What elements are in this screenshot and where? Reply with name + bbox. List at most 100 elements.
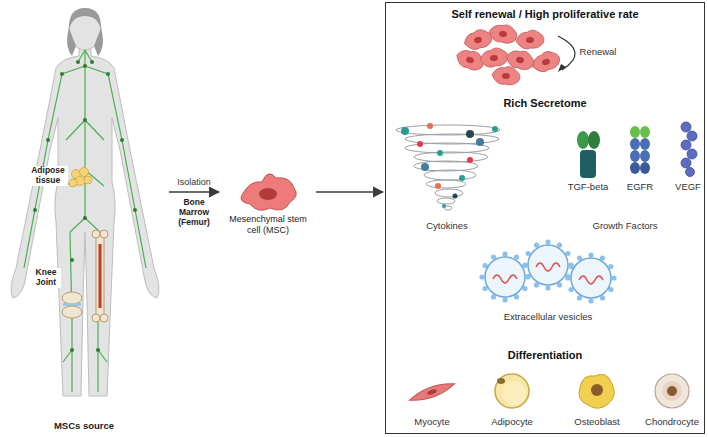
msc-cell <box>241 174 296 210</box>
cell-cluster <box>479 46 510 69</box>
vegf-receptor <box>687 149 697 159</box>
lymph-node <box>33 60 137 352</box>
source-label: Adipose tissue <box>28 166 68 186</box>
cytokine-swirl <box>426 180 466 188</box>
vegf-receptor <box>681 140 691 150</box>
receptor-label: EGFR <box>627 181 653 192</box>
egfr-receptor <box>640 138 650 150</box>
lymphatic-system <box>84 50 85 218</box>
lymphatic-system <box>24 66 85 268</box>
lymph-node <box>133 208 137 212</box>
tgf-beta-receptor <box>580 150 596 178</box>
egfr-receptor <box>630 162 640 174</box>
cell-cluster <box>488 22 519 45</box>
connector-layer <box>169 192 383 193</box>
extracellular-vesicles <box>522 239 573 290</box>
human-body <box>69 8 101 30</box>
cytokine-dots <box>466 130 474 138</box>
vegf-receptor <box>686 168 695 177</box>
extracellular-vesicles <box>565 252 616 303</box>
human-body <box>11 46 159 396</box>
adipocyte-cell <box>502 381 526 405</box>
adipose-icon <box>84 176 92 184</box>
lymph-node <box>96 348 100 352</box>
lymph-node <box>70 348 74 352</box>
cell-cluster <box>454 22 562 86</box>
human-body <box>11 8 159 396</box>
lymphatic-system <box>78 50 92 62</box>
human-body <box>67 28 76 56</box>
cell-cluster <box>491 65 520 86</box>
lymph-node <box>106 72 110 76</box>
adipocyte-cell <box>495 374 529 408</box>
lymph-node <box>90 60 94 64</box>
extracellular-vesicles <box>479 239 616 303</box>
cytokine-dots <box>467 157 473 163</box>
renewal-arrow <box>558 36 575 72</box>
process-label: Renewal <box>580 46 617 57</box>
lymph-node <box>76 60 80 64</box>
egfr-receptor <box>640 126 650 138</box>
osteoblast-cell <box>579 374 614 408</box>
source-figure: MSCs source <box>0 0 168 437</box>
femur-icon <box>92 230 100 238</box>
egfr-receptor <box>640 150 650 162</box>
node-label: MSCs source <box>0 420 168 431</box>
cytokine-swirl <box>414 152 488 162</box>
cytokine-dots <box>421 163 429 171</box>
cell-type-label: Osteoblast <box>574 416 619 427</box>
adipose-icon <box>69 179 77 187</box>
myocyte-cell <box>408 379 457 405</box>
renewal-arrow <box>558 64 566 72</box>
lymph-node <box>83 118 87 122</box>
cytokine-dots <box>427 123 433 129</box>
cell-type-label: Chondrocyte <box>645 416 699 427</box>
properties-panel: Self renewal / High proliferative rateRi… <box>385 2 705 434</box>
lymph-node <box>70 258 74 262</box>
femur-icon <box>99 244 102 308</box>
cytokine-dots <box>459 175 465 181</box>
egfr-receptor <box>640 162 650 174</box>
knee-icon <box>62 292 82 304</box>
lymphatic-system <box>66 120 104 186</box>
tgf-beta-receptor <box>577 131 589 149</box>
egfr-receptor <box>630 150 640 162</box>
chondrocyte-cell <box>655 374 689 408</box>
osteoblast-cell <box>579 374 614 408</box>
lymphatic-system <box>85 66 146 268</box>
lymph-node <box>33 208 37 212</box>
cell-cluster <box>515 29 544 50</box>
cytokine-swirl <box>437 198 455 204</box>
egfr-receptor <box>630 126 650 174</box>
myocyte-cell <box>427 388 438 396</box>
lymph-node <box>83 64 87 68</box>
cytokine-dots <box>401 123 498 208</box>
cytokine-dots <box>476 138 484 146</box>
chondrocyte-cell <box>655 374 689 408</box>
knee-icon <box>62 306 82 318</box>
femur-icon <box>100 230 108 238</box>
knee-icon <box>62 292 82 318</box>
chondrocyte-cell <box>667 386 677 396</box>
femur-icon <box>92 314 100 322</box>
vegf-receptor <box>681 122 691 132</box>
cell-node: Mesenchymal stem cell (MSC) <box>221 170 315 237</box>
receptor-label: TGF-beta <box>568 181 609 192</box>
cytokine-swirl <box>396 125 500 210</box>
tgf-beta-receptor <box>588 131 600 149</box>
lymph-node <box>60 72 64 76</box>
cytokine-dots <box>417 141 423 147</box>
lymph-node <box>46 138 50 142</box>
tgf-beta-receptor <box>577 131 600 178</box>
adipocyte-cell <box>497 378 505 384</box>
msc-cell <box>241 174 296 210</box>
renewal-arrow <box>558 36 575 70</box>
chondrocyte-cell <box>662 381 682 401</box>
cell-cluster <box>530 48 563 75</box>
extracellular-vesicles <box>479 251 530 302</box>
myocyte-cell <box>408 379 457 405</box>
section-heading: Rich Secretome <box>386 97 704 109</box>
cell-type-label: Myocyte <box>414 416 449 427</box>
lymph-node <box>120 138 124 142</box>
